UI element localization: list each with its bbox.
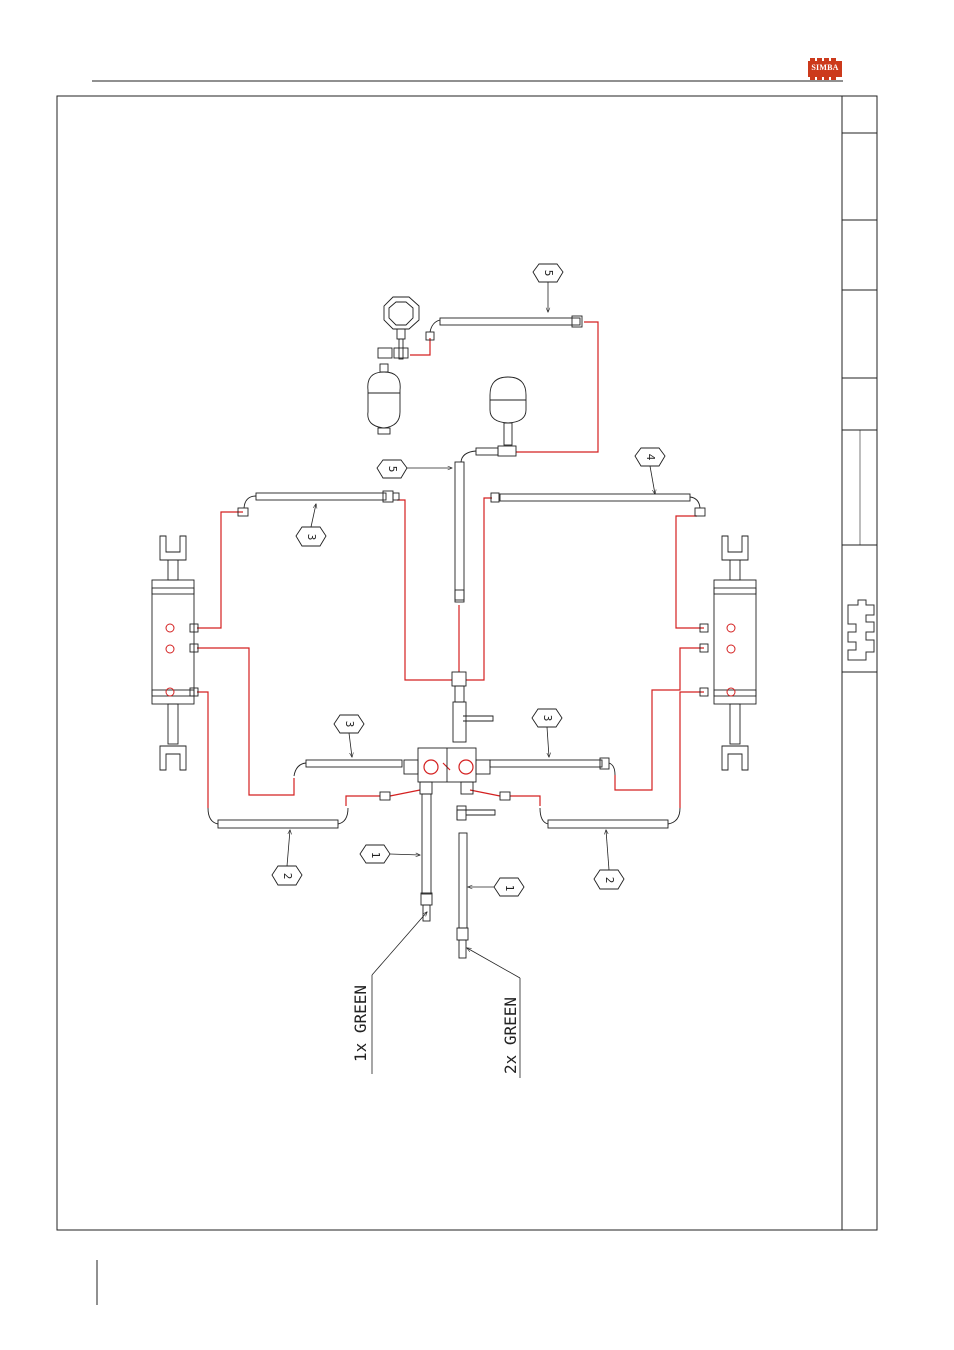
callout-text: 4 (644, 454, 657, 461)
callouts (272, 264, 665, 896)
group-labels: 1x GREEN 2x GREEN (351, 985, 520, 1074)
hose-2-right (548, 820, 668, 828)
title-block-logo-icon (848, 600, 874, 660)
hose-3-mid-left (306, 760, 402, 767)
callout-text: 3 (343, 721, 356, 728)
hose-1-left (422, 794, 431, 894)
hose-bodies (152, 297, 756, 958)
hose-3-mid-right (490, 760, 602, 767)
hose-4 (500, 494, 690, 501)
accumulator-left-icon (368, 372, 400, 428)
drawing-frame (57, 96, 877, 1230)
callout-text: 3 (541, 715, 554, 722)
hose-3-top-left (256, 493, 386, 500)
cylinder-right-icon (714, 536, 756, 770)
callout-text: 5 (542, 270, 555, 277)
callout-text: 1 (503, 885, 516, 892)
hose-5-top (440, 318, 580, 325)
callout-text: 1 (369, 852, 382, 859)
label-2x-green: 2x GREEN (501, 997, 520, 1074)
hose-2-left (218, 820, 338, 828)
hose-1-right (459, 833, 467, 928)
hose-lines (197, 322, 704, 808)
label-1x-green: 1x GREEN (351, 985, 370, 1062)
callout-texts: 5 5 3 4 3 3 2 2 1 1 (281, 270, 657, 892)
label-lines (372, 975, 520, 1078)
cylinder-left-icon (152, 536, 194, 770)
callout-text: 5 (386, 466, 399, 473)
hose-5-vertical (455, 462, 464, 600)
callout-text: 3 (305, 534, 318, 541)
callout-text: 2 (603, 877, 616, 884)
callout-text: 2 (281, 873, 294, 880)
